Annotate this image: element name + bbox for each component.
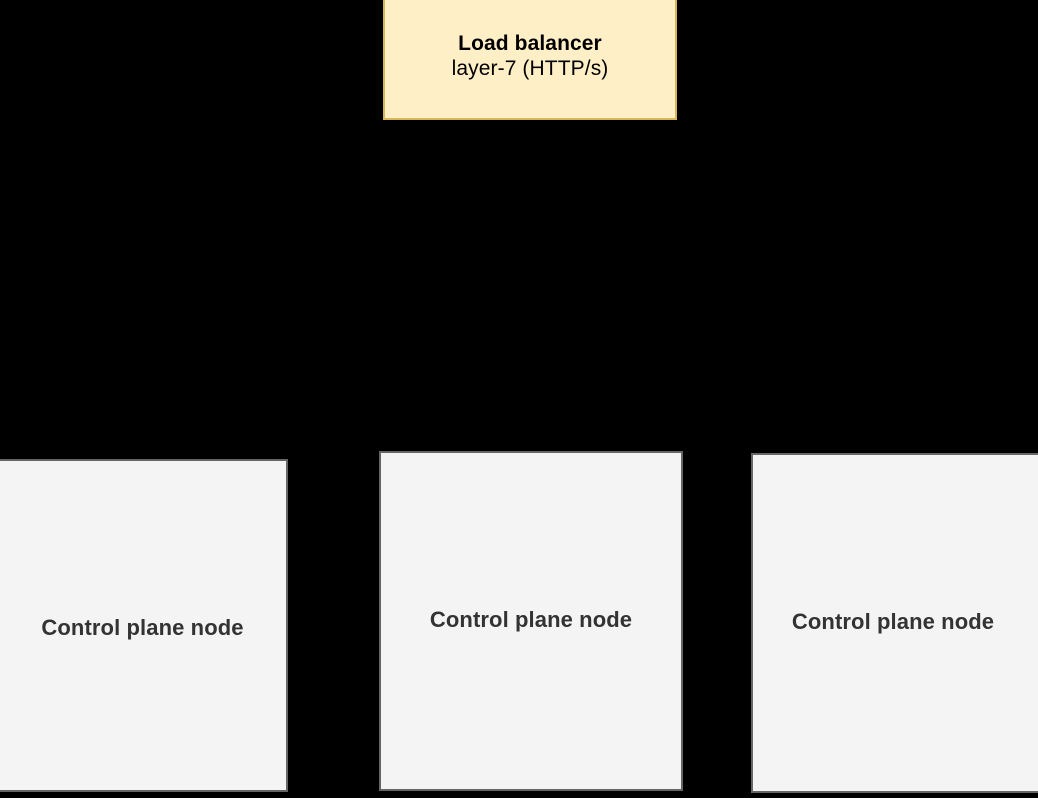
control-plane-node-2-label: Control plane node (429, 607, 633, 632)
load-balancer-node[interactable]: Load balancer layer-7 (HTTP/s) (383, 0, 677, 120)
control-plane-node-3-label: Control plane node (791, 609, 995, 634)
control-plane-node-1[interactable]: Control plane node (0, 459, 288, 792)
control-plane-node-3[interactable]: Control plane node (751, 453, 1038, 793)
control-plane-node-1-label: Control plane node (41, 614, 244, 640)
control-plane-node-2[interactable]: Control plane node (379, 451, 683, 791)
load-balancer-subtitle: layer-7 (HTTP/s) (451, 57, 609, 80)
load-balancer-title: Load balancer (458, 32, 602, 56)
